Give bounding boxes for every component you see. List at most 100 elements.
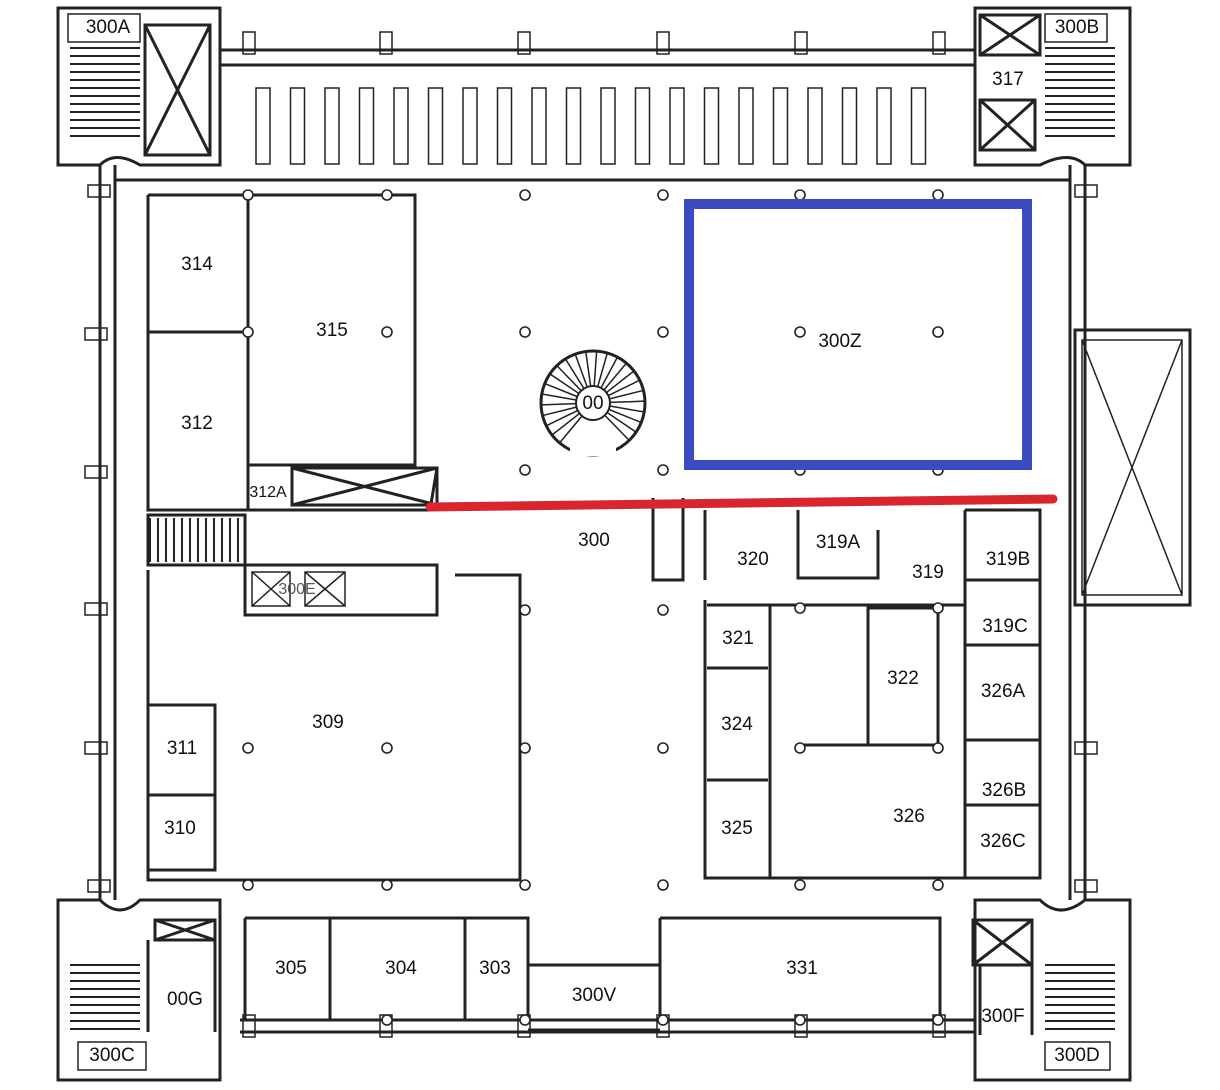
label-309: 309 <box>312 712 344 733</box>
column <box>519 742 531 754</box>
slat <box>565 87 582 165</box>
stair-tread <box>609 400 645 404</box>
slat <box>358 87 375 165</box>
column <box>657 879 669 891</box>
stair-tread <box>608 408 642 424</box>
label-300B: 300B <box>1055 17 1099 38</box>
label-321: 321 <box>722 628 754 649</box>
column <box>794 602 806 614</box>
column <box>242 879 254 891</box>
column <box>932 742 944 754</box>
label-300E: 300E <box>278 581 315 598</box>
stair-tread <box>585 351 592 387</box>
slat <box>669 87 685 165</box>
window-slats <box>255 87 927 165</box>
slat <box>634 87 651 165</box>
stair-tread <box>542 406 577 417</box>
label-320: 320 <box>737 549 769 570</box>
column <box>381 742 393 754</box>
stair-tread <box>544 382 578 398</box>
slat <box>703 87 720 165</box>
columns <box>242 189 944 1026</box>
stair-tread <box>609 405 645 413</box>
slat <box>531 87 547 165</box>
column <box>381 879 393 891</box>
label-325: 325 <box>721 818 753 839</box>
slat <box>393 87 409 165</box>
column <box>794 189 806 201</box>
column <box>519 1014 531 1026</box>
stair-tread <box>605 370 635 394</box>
slat <box>496 87 513 165</box>
label-319B: 319B <box>986 549 1030 570</box>
label-322: 322 <box>887 668 919 689</box>
column <box>381 1014 393 1026</box>
label-326C: 326C <box>980 831 1025 852</box>
label-319: 319 <box>912 562 944 583</box>
spiral-stair <box>539 349 647 457</box>
label-331: 331 <box>786 958 818 979</box>
stair-tread <box>596 352 609 387</box>
highlight-box-300z <box>684 199 1032 470</box>
column <box>657 189 669 201</box>
column <box>932 879 944 891</box>
column <box>242 326 254 338</box>
column <box>519 464 531 476</box>
label-300G: 00G <box>167 989 203 1010</box>
slat <box>600 87 616 165</box>
label-319A: 319A <box>816 532 861 553</box>
room-labels: 300A 300B 317 314 315 312 312A 300Z 00 3… <box>86 17 1100 1066</box>
slat <box>427 87 444 165</box>
column <box>381 326 393 338</box>
label-300A: 300A <box>86 17 131 38</box>
column <box>794 742 806 754</box>
column <box>657 604 669 616</box>
building-outline <box>56 6 1192 1082</box>
slat <box>772 87 789 165</box>
column <box>519 189 531 201</box>
stair-tread <box>604 414 630 441</box>
slat <box>289 87 306 165</box>
stair-tread <box>545 409 579 427</box>
label-326A: 326A <box>981 681 1026 702</box>
stair-tread <box>600 356 619 389</box>
label-326B: 326B <box>982 780 1026 801</box>
label-300D: 300D <box>1054 1045 1099 1066</box>
label-315: 315 <box>316 320 348 341</box>
stair-tread <box>559 415 583 444</box>
column <box>794 879 806 891</box>
column <box>932 326 944 338</box>
column <box>519 326 531 338</box>
column <box>794 1014 806 1026</box>
column <box>242 189 254 201</box>
column <box>381 189 393 201</box>
stair-tread <box>574 353 588 388</box>
stair-tread <box>603 362 627 391</box>
column <box>519 879 531 891</box>
column <box>794 326 806 338</box>
stair-tread <box>607 379 641 397</box>
slat <box>324 87 340 165</box>
stair-tread <box>551 412 581 436</box>
label-300: 300 <box>578 530 610 551</box>
column <box>932 602 944 614</box>
label-326: 326 <box>893 806 925 827</box>
stair-tread <box>606 411 637 433</box>
column <box>519 604 531 616</box>
slat <box>910 87 927 165</box>
column <box>242 742 254 754</box>
stair-tread <box>556 365 582 392</box>
label-311: 311 <box>167 738 197 759</box>
stair-tread <box>541 393 577 401</box>
label-314: 314 <box>181 254 213 275</box>
column <box>657 742 669 754</box>
column <box>657 326 669 338</box>
route-line <box>425 494 1058 512</box>
stair-tread <box>549 373 580 395</box>
label-317: 317 <box>992 69 1024 90</box>
label-312A: 312A <box>249 484 287 501</box>
elevator-shafts <box>143 13 1192 967</box>
label-304: 304 <box>385 958 417 979</box>
slat <box>738 87 754 165</box>
